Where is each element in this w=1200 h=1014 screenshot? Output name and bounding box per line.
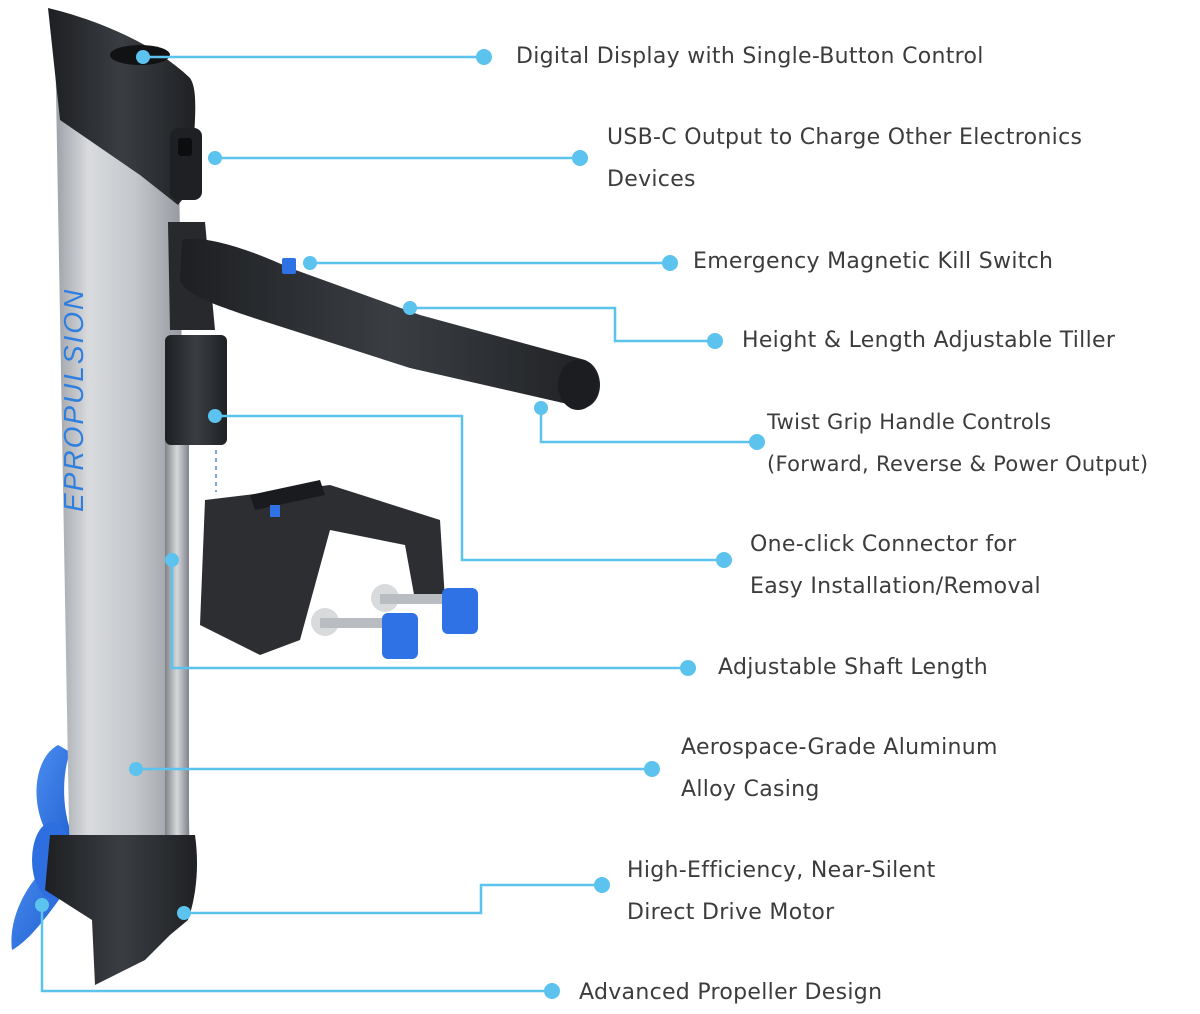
callout-text: Height & Length Adjustable Tiller — [742, 328, 1116, 353]
leader-line — [40, 905, 552, 993]
callout-dot — [662, 255, 678, 271]
aluminum-casing — [55, 35, 190, 880]
callout-dot — [680, 660, 696, 676]
callout-text: Aerospace-Grade Aluminum — [681, 735, 998, 760]
callout-dot — [594, 877, 610, 893]
callout-one-click-connector: One-click Connector for Easy Installatio… — [750, 524, 1041, 608]
leader-line — [410, 306, 715, 343]
callout-text: Advanced Propeller Design — [579, 980, 883, 1005]
callout-dot — [707, 333, 723, 349]
callout-adjustable-tiller: Height & Length Adjustable Tiller — [742, 320, 1115, 362]
callout-dot — [403, 301, 417, 315]
callout-dot — [208, 409, 222, 423]
callout-text: Twist Grip Handle Controls — [767, 410, 1052, 434]
callout-text: Digital Display with Single-Button Contr… — [516, 44, 984, 69]
callout-text: Alloy Casing — [681, 777, 820, 802]
callout-text: High-Efficiency, Near-Silent — [627, 858, 936, 883]
callout-drive-motor: High-Efficiency, Near-Silent Direct Driv… — [627, 850, 936, 934]
callout-dot — [35, 898, 49, 912]
callout-dot — [303, 256, 317, 270]
callout-dot — [644, 761, 660, 777]
callout-digital-display: Digital Display with Single-Button Contr… — [516, 36, 984, 78]
callout-kill-switch: Emergency Magnetic Kill Switch — [693, 241, 1053, 283]
leader-line — [184, 883, 602, 915]
motor-pod — [45, 835, 198, 985]
clamp-bracket — [200, 480, 478, 659]
callout-shaft-length: Adjustable Shaft Length — [718, 647, 988, 689]
leader-line — [539, 408, 757, 444]
callout-twist-grip: Twist Grip Handle Controls (Forward, Rev… — [767, 401, 1148, 485]
callout-propeller: Advanced Propeller Design — [579, 972, 882, 1014]
callout-dot — [716, 552, 732, 568]
callout-text: Emergency Magnetic Kill Switch — [693, 249, 1054, 274]
leader-line — [170, 560, 688, 670]
callout-text: Easy Installation/Removal — [750, 574, 1041, 599]
callout-aluminum-casing: Aerospace-Grade Aluminum Alloy Casing — [681, 727, 998, 811]
callout-dot — [544, 983, 560, 999]
callout-dot — [177, 906, 191, 920]
callout-dot — [534, 401, 548, 415]
callout-dot — [129, 762, 143, 776]
callout-dot — [165, 553, 179, 567]
callout-dot — [749, 434, 765, 450]
callout-text: Devices — [607, 167, 696, 192]
callout-text: USB-C Output to Charge Other Electronics — [607, 125, 1083, 150]
shaft — [165, 430, 189, 870]
callout-usb-c-output: USB-C Output to Charge Other Electronics… — [607, 117, 1082, 201]
brand-text: EPROPULSION — [58, 288, 89, 512]
callout-dot — [136, 50, 150, 64]
leader-line — [215, 414, 724, 562]
callout-dot — [476, 49, 492, 65]
tiller — [168, 222, 600, 410]
callout-dot — [208, 151, 222, 165]
callout-text: (Forward, Reverse & Power Output) — [767, 452, 1149, 476]
callout-dot — [572, 150, 588, 166]
callout-text: Adjustable Shaft Length — [718, 655, 989, 680]
callout-text: Direct Drive Motor — [627, 900, 835, 925]
callout-text: One-click Connector for — [750, 532, 1017, 557]
